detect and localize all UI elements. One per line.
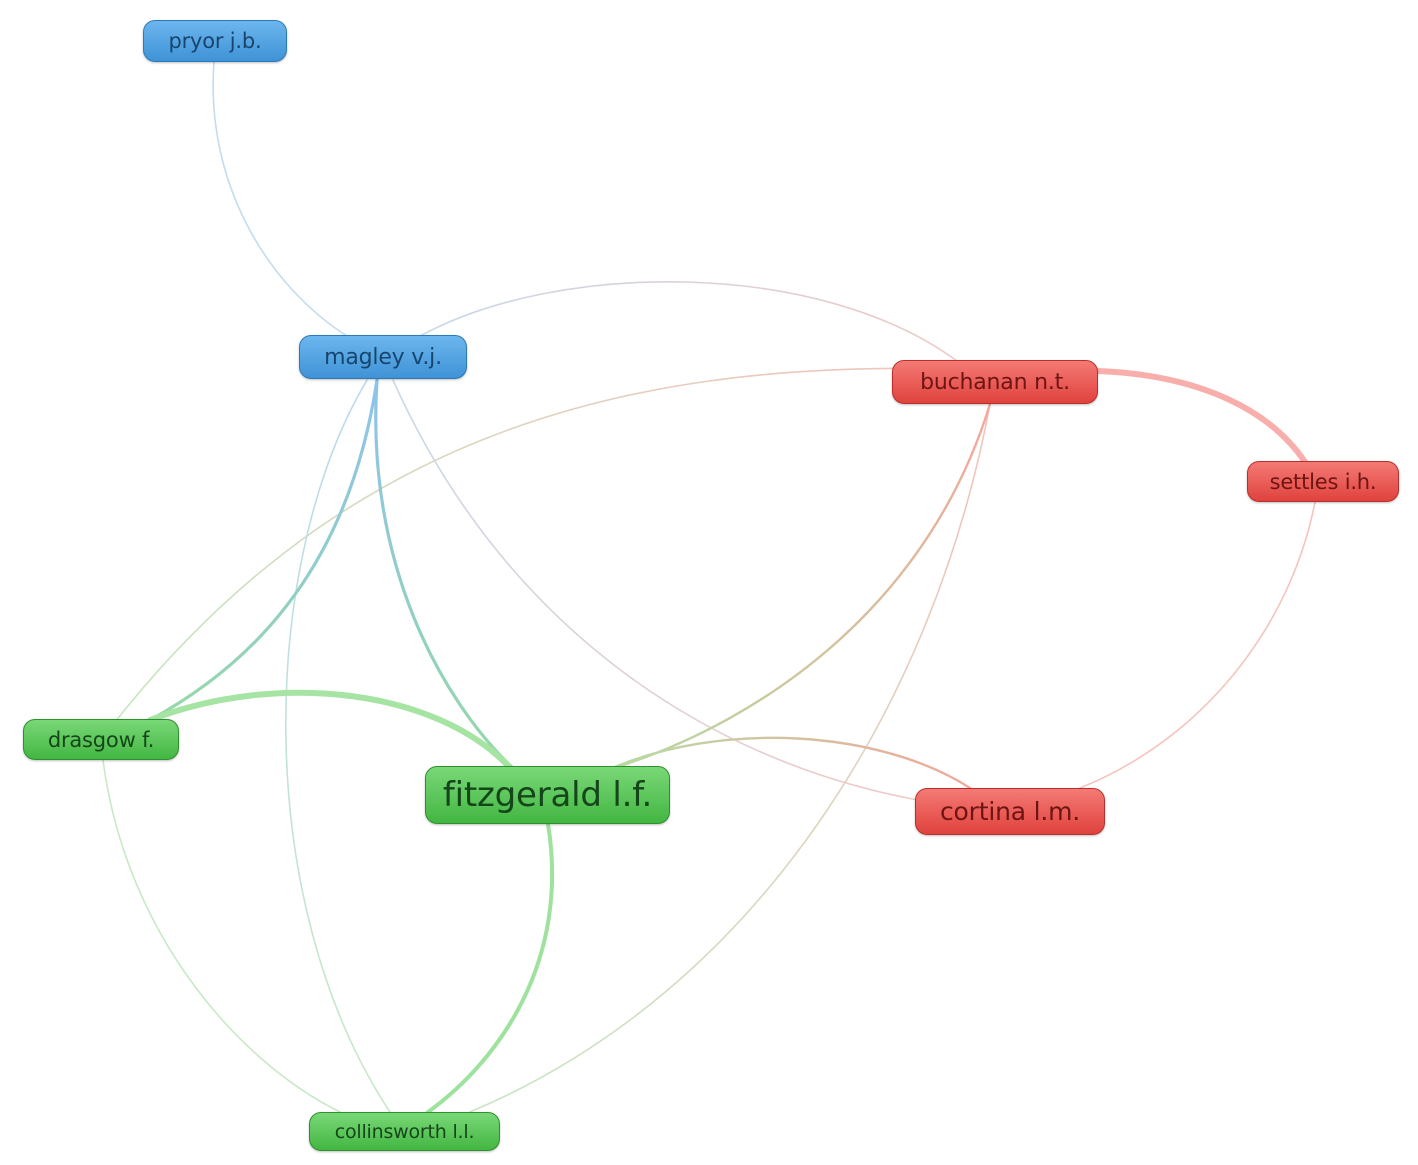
edge-pryor-magley — [212, 61, 351, 339]
edge-buchanan-settles — [1095, 368, 1308, 465]
edge-settles-cortina — [1079, 501, 1316, 789]
node-drasgow-f[interactable]: drasgow f. — [23, 719, 179, 760]
node-fitzgerald-lf[interactable]: fitzgerald l.f. — [425, 766, 670, 824]
edge-buchanan-collinsworth — [469, 403, 991, 1113]
edge-drasgow-fitzgerald — [147, 689, 515, 773]
edge-magley-fitzgerald — [374, 378, 517, 772]
node-cortina-lm[interactable]: cortina l.m. — [915, 788, 1105, 835]
node-magley-vj[interactable]: magley v.j. — [299, 335, 467, 379]
node-collinsworth-ll[interactable]: collinsworth l.l. — [309, 1112, 500, 1151]
node-settles-ih[interactable]: settles i.h. — [1247, 461, 1399, 502]
edge-buchanan-drasgow — [114, 367, 949, 723]
edges — [102, 61, 1316, 1114]
edge-magley-cortina — [392, 379, 919, 801]
node-buchanan-nt[interactable]: buchanan n.t. — [892, 360, 1098, 404]
edge-magley-drasgow — [148, 378, 379, 722]
edge-buchanan-fitzgerald — [606, 402, 992, 772]
edge-magley-collinsworth — [285, 379, 391, 1113]
edge-fitzgerald-cortina — [606, 736, 972, 790]
edge-fitzgerald-collinsworth — [426, 822, 554, 1114]
edge-drasgow-collinsworth — [102, 759, 341, 1113]
edge-magley-buchanan — [419, 281, 958, 362]
node-pryor-jb[interactable]: pryor j.b. — [143, 20, 287, 62]
